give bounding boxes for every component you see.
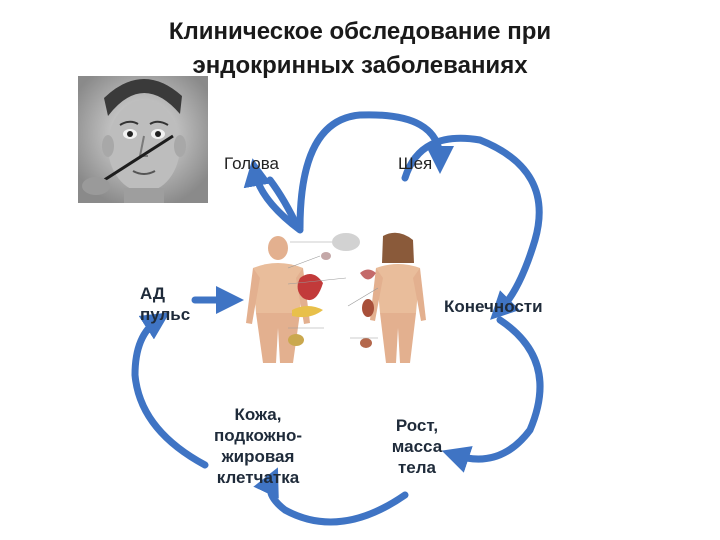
label-ad-pulse: АД пульс: [140, 283, 220, 325]
arrow-skin-to-ad: [135, 320, 205, 465]
label-growth-line-2: масса: [372, 436, 462, 457]
label-skin-line-1: Кожа,: [198, 404, 318, 425]
label-skin: Кожа, подкожно- жировая клетчатка: [198, 404, 318, 488]
label-growth-line-3: тела: [372, 457, 462, 478]
label-head: Голова: [224, 153, 304, 174]
arrow-limbs-to-growth: [455, 320, 540, 459]
label-pulse: пульс: [140, 304, 220, 325]
label-ad: АД: [140, 283, 220, 304]
label-skin-line-3: жировая: [198, 446, 318, 467]
label-skin-line-2: подкожно-: [198, 425, 318, 446]
label-growth-line-1: Рост,: [372, 415, 462, 436]
label-growth: Рост, масса тела: [372, 415, 462, 478]
label-limbs: Конечности: [444, 296, 574, 317]
label-neck: Шея: [398, 153, 458, 174]
label-skin-line-4: клетчатка: [198, 467, 318, 488]
